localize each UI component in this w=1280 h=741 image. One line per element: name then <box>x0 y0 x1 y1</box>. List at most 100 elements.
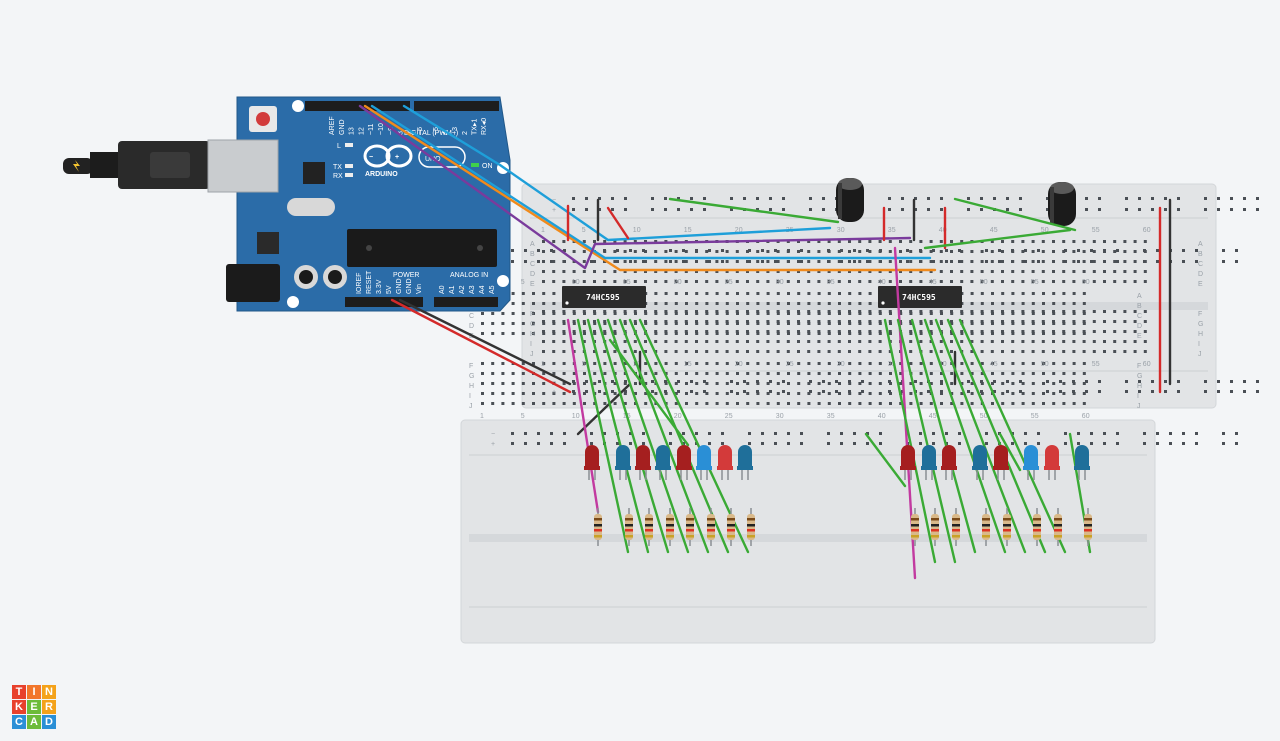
wire-green-led-13[interactable] <box>934 318 1027 554</box>
wire-green-cap-3[interactable] <box>923 228 1072 250</box>
shift-register-2[interactable]: 74HC595 <box>878 286 962 308</box>
led-bank2-6[interactable] <box>1023 445 1039 480</box>
led-bank1-8[interactable] <box>737 445 753 480</box>
digital-header-left[interactable] <box>305 101 410 111</box>
logo-letter: R <box>42 700 56 714</box>
resistors[interactable] <box>594 508 1092 546</box>
wire-green-led-14[interactable] <box>946 318 1047 554</box>
resistor-bank1-6[interactable] <box>707 508 715 546</box>
led-bank2-3[interactable] <box>941 445 957 480</box>
power-header[interactable] <box>345 297 423 307</box>
breadboard-hole <box>838 332 841 335</box>
breadboard-hole <box>990 340 994 343</box>
resistor-bank2-3[interactable] <box>952 508 960 546</box>
resistor-bank2-4[interactable] <box>982 508 990 546</box>
resistor-bank1-3[interactable] <box>645 508 653 546</box>
wire-red-2[interactable] <box>606 206 630 240</box>
wire-orange[interactable] <box>363 104 937 272</box>
resistor-bank2-7[interactable] <box>1054 508 1062 546</box>
breadboard-hole <box>929 270 933 273</box>
analog-header[interactable] <box>434 297 498 307</box>
wire-green-led-16[interactable] <box>864 432 907 488</box>
wire-green-led-1[interactable] <box>576 318 630 554</box>
wire-green-led-15[interactable] <box>958 318 1067 554</box>
resistor-bank2-5[interactable] <box>1003 508 1011 546</box>
breadboard-hole <box>970 350 974 353</box>
wire-black-5[interactable] <box>576 382 632 436</box>
wire-green-led-5[interactable] <box>618 318 710 554</box>
resistor-bank1-4[interactable] <box>666 508 674 546</box>
resistor-bank1-8[interactable] <box>747 508 755 546</box>
led-bank2-5[interactable] <box>993 445 1009 480</box>
resistor-bank2-1[interactable] <box>911 508 919 546</box>
digital-header-right[interactable] <box>414 101 499 111</box>
bb-bottom-col-number: 20 <box>674 279 682 286</box>
wire-green-extra-2[interactable] <box>998 432 1022 472</box>
logo-letter: A <box>27 715 41 729</box>
wire-green-led-9[interactable] <box>883 318 937 564</box>
wire-purple[interactable] <box>358 104 912 270</box>
led-bank1-4[interactable] <box>655 445 671 480</box>
breadboard-hole <box>685 382 688 385</box>
reset-button-cap[interactable] <box>256 112 270 126</box>
led-bank2-4[interactable] <box>972 445 988 480</box>
wire-green-cap-2[interactable] <box>953 197 1077 232</box>
led-bank1-5[interactable] <box>676 445 692 480</box>
resistor-bank2-2[interactable] <box>931 508 939 546</box>
breadboard-hole <box>1011 350 1015 353</box>
wire-black-gnd[interactable] <box>398 298 572 386</box>
breadboard-hole <box>705 322 709 325</box>
led-bank2-7[interactable] <box>1044 445 1060 480</box>
led-bank2-1[interactable] <box>900 445 916 480</box>
wire-green-led-2[interactable] <box>586 318 650 554</box>
breadboard-hole <box>695 340 698 343</box>
wire-blue-data[interactable] <box>370 104 932 260</box>
led-bank2-8[interactable] <box>1074 445 1090 480</box>
wire-green-led-8[interactable] <box>608 338 690 447</box>
breadboard-hole <box>853 442 856 445</box>
bb-top-row-letter: J <box>1198 351 1202 358</box>
led-bank1-2[interactable] <box>615 445 631 480</box>
breadboard-hole <box>950 270 953 273</box>
breadboard-hole <box>593 320 596 323</box>
led-bank1-1[interactable] <box>584 445 600 480</box>
breadboard-bottom[interactable] <box>460 419 1156 644</box>
breadboard-hole <box>1256 208 1259 211</box>
wire-green-led-12[interactable] <box>923 318 1007 554</box>
wire-magenta-1[interactable] <box>566 318 600 514</box>
resistor-bank1-2[interactable] <box>625 508 633 546</box>
breadboard-hole <box>960 310 964 313</box>
breadboard-hole <box>511 402 515 405</box>
led-bank1-6[interactable] <box>696 445 712 480</box>
wires[interactable] <box>358 104 1172 580</box>
electrolytic-capacitor-2[interactable] <box>1048 182 1076 226</box>
resistor-bank1-1[interactable] <box>594 508 602 546</box>
wire-green-cap-1[interactable] <box>668 197 840 224</box>
wire-green-led-3[interactable] <box>596 318 670 554</box>
resistor-bank1-7[interactable] <box>727 508 735 546</box>
breadboard-hole <box>940 372 943 375</box>
resistor-bank2-6[interactable] <box>1033 508 1041 546</box>
led-bank1-7[interactable] <box>717 445 733 480</box>
breadboard-hole <box>542 292 546 295</box>
wire-blue-clock[interactable] <box>402 104 832 242</box>
logo-letter: K <box>12 700 26 714</box>
wire-green-led-4[interactable] <box>606 318 690 554</box>
resistor-bank2-8[interactable] <box>1084 508 1092 546</box>
breadboard-hole <box>906 260 909 263</box>
breadboard-hole <box>1072 382 1076 385</box>
wire-green-led-7[interactable] <box>638 318 750 554</box>
leds[interactable] <box>584 445 1090 480</box>
wire-green-led-10[interactable] <box>896 318 957 564</box>
wire-red-5v[interactable] <box>390 298 572 394</box>
wire-green-led-11[interactable] <box>910 318 977 554</box>
led-bank1-3[interactable] <box>635 445 651 480</box>
resistor-bank1-5[interactable] <box>686 508 694 546</box>
electrolytic-capacitor-1[interactable] <box>836 178 864 222</box>
breadboard-hole <box>888 240 892 243</box>
led-bank2-2[interactable] <box>921 445 937 480</box>
shift-register-1[interactable]: 74HC595 <box>562 286 646 308</box>
